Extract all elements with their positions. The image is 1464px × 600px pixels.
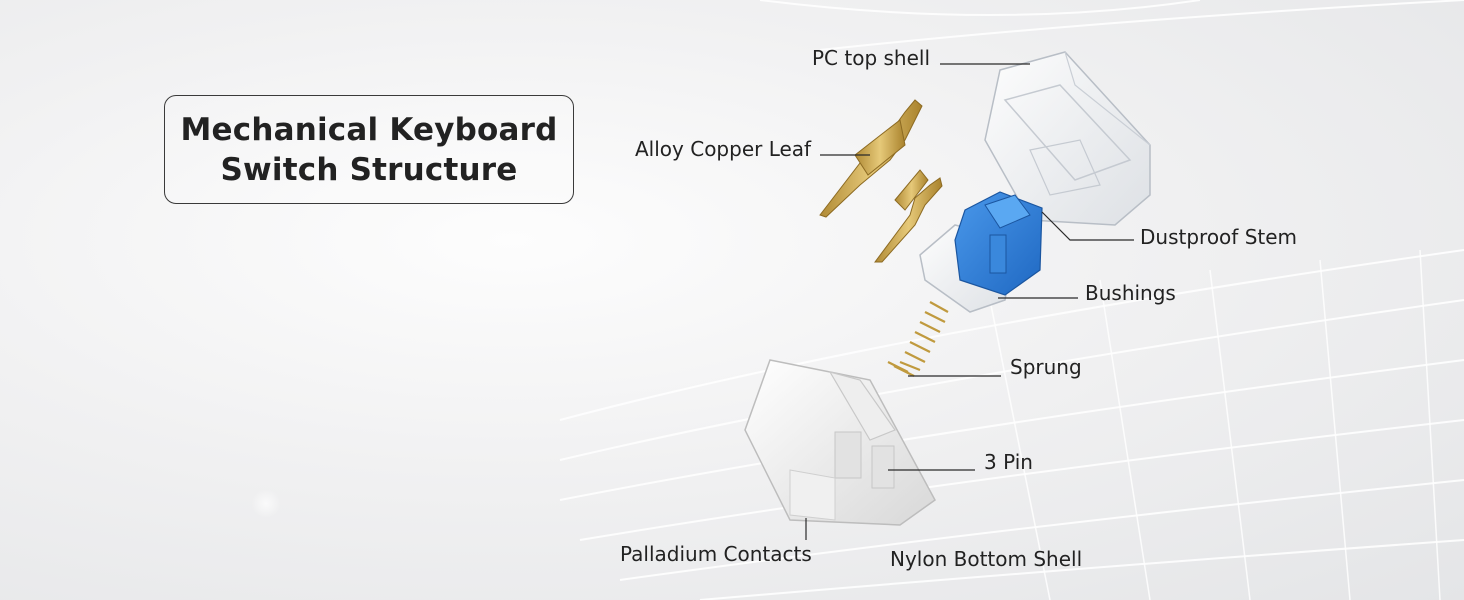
label-dustproof-stem: Dustproof Stem	[1140, 225, 1298, 249]
nylon-bottom-shell-part	[744, 359, 936, 526]
label-alloy-copper-leaf: Alloy Copper Leaf	[635, 137, 812, 161]
label-sprung: Sprung	[1010, 355, 1082, 379]
title-line-1: Mechanical Keyboard	[180, 111, 558, 148]
label-nylon-bottom-shell: Nylon Bottom Shell	[890, 547, 1083, 571]
label-pc-top-shell: PC top shell	[812, 46, 931, 70]
label-3-pin: 3 Pin	[984, 450, 1033, 474]
label-bushings: Bushings	[1085, 281, 1176, 305]
dustproof-stem-part	[954, 191, 1043, 296]
sprung-part	[887, 301, 949, 377]
alloy-copper-leaf-part	[819, 99, 943, 263]
leader-lines	[805, 63, 1134, 540]
pc-top-shell-part	[984, 51, 1151, 226]
title-line-2: Switch Structure	[220, 151, 518, 188]
label-palladium-contacts: Palladium Contacts	[620, 542, 812, 566]
title-box: Mechanical Keyboard Switch Structure	[164, 95, 574, 204]
